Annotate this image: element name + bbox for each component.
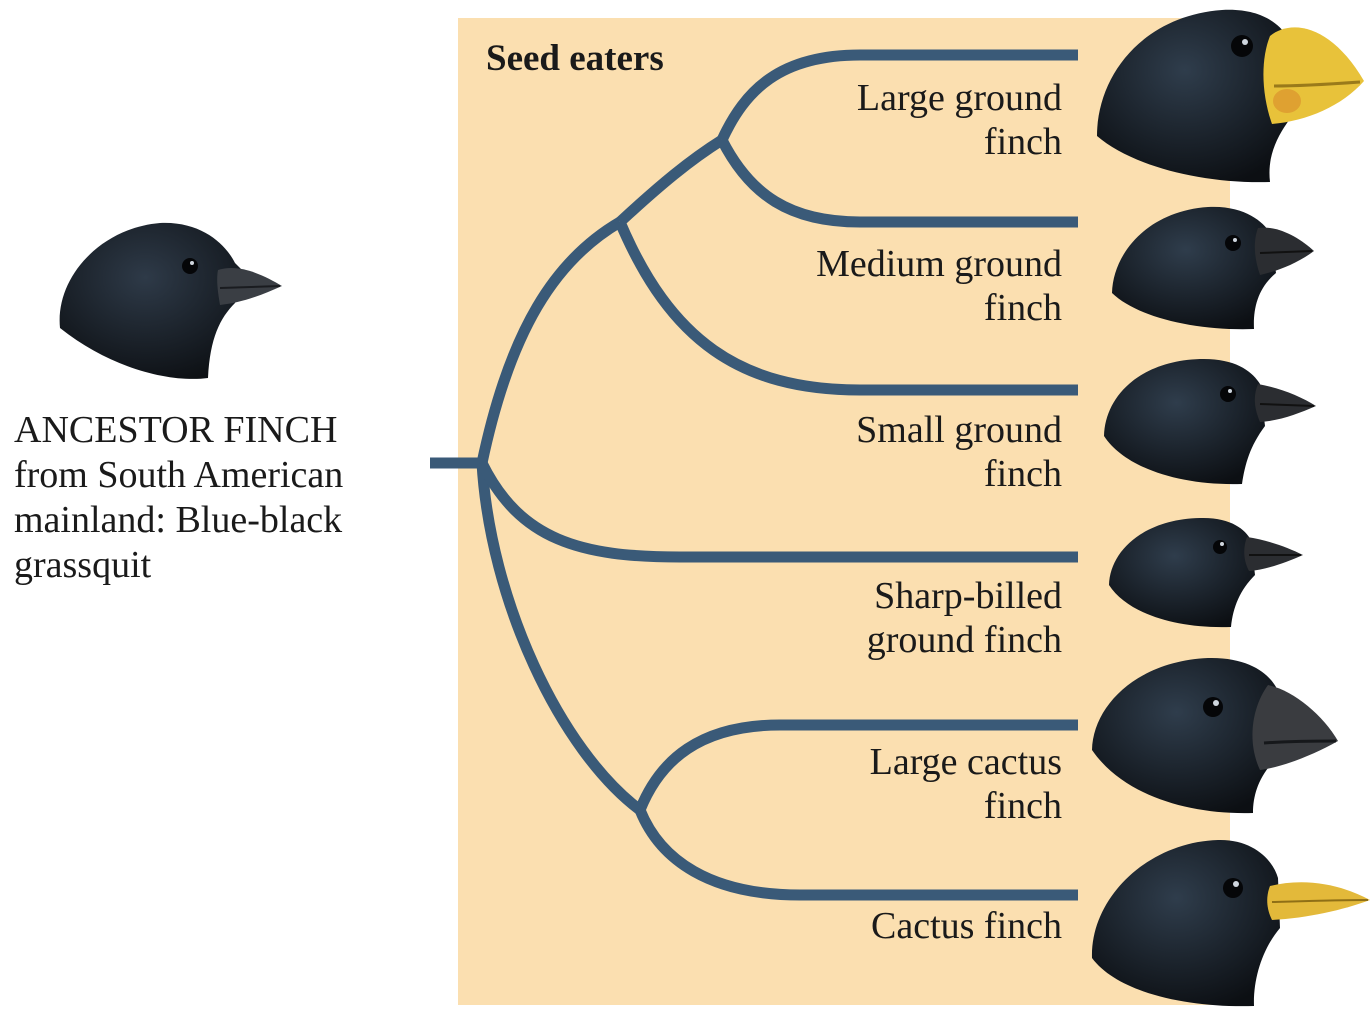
- species-label-line: finch: [732, 286, 1062, 330]
- ancestor-label-line: from South American: [14, 453, 434, 498]
- species-label-line: Cactus finch: [732, 904, 1062, 948]
- species-label-line: Large cactus: [732, 740, 1062, 784]
- large-ground-finch-head-icon: [1092, 6, 1372, 186]
- small-ground-finch-head-icon: [1100, 356, 1320, 488]
- species-label-small-ground-finch: Small ground finch: [732, 408, 1062, 496]
- large-cactus-finch-head-icon: [1088, 655, 1343, 817]
- species-label-line: Medium ground: [732, 242, 1062, 286]
- species-label-line: finch: [732, 120, 1062, 164]
- species-label-line: Large ground: [732, 76, 1062, 120]
- ancestor-label-line: grassquit: [14, 543, 434, 588]
- species-label-line: finch: [732, 784, 1062, 828]
- species-label-large-cactus-finch: Large cactus finch: [732, 740, 1062, 828]
- branch-to-ground-clade: [482, 222, 620, 463]
- species-label-large-ground-finch: Large ground finch: [732, 76, 1062, 164]
- species-label-line: ground finch: [732, 618, 1062, 662]
- species-label-medium-ground-finch: Medium ground finch: [732, 242, 1062, 330]
- ancestor-label-line: ANCESTOR FINCH: [14, 408, 434, 453]
- ancestor-label-line: mainland: Blue-black: [14, 498, 434, 543]
- branch-to-cactus-clade: [482, 463, 640, 810]
- species-label-line: Small ground: [732, 408, 1062, 452]
- ancestor-label: ANCESTOR FINCH from South American mainl…: [14, 408, 434, 588]
- species-label-line: finch: [732, 452, 1062, 496]
- branch-to-large-medium-clade: [620, 140, 722, 222]
- cactus-finch-head-icon: [1088, 838, 1372, 1008]
- ancestor-finch-head-icon: [50, 218, 290, 388]
- sharp-billed-ground-finch-head-icon: [1105, 515, 1305, 630]
- species-label-line: Sharp-billed: [732, 574, 1062, 618]
- species-label-sharp-billed-ground-finch: Sharp-billed ground finch: [732, 574, 1062, 662]
- medium-ground-finch-head-icon: [1108, 203, 1318, 333]
- species-label-cactus-finch: Cactus finch: [732, 904, 1062, 948]
